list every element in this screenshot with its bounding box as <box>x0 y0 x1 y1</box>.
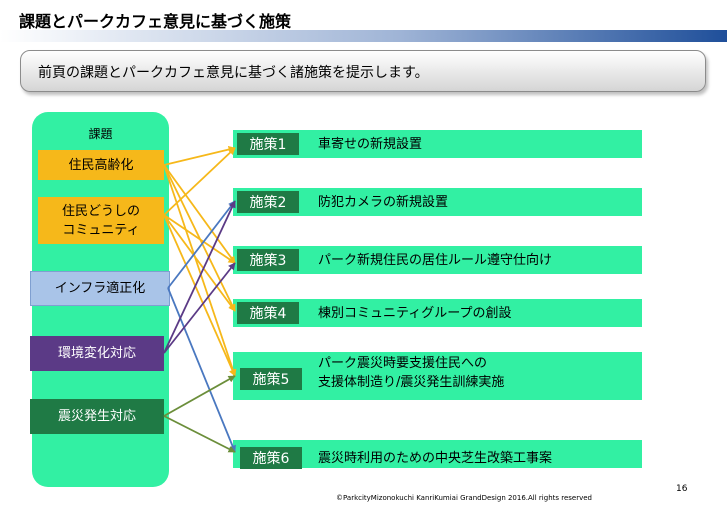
footer-copyright: ©ParkcityMizonokuchi KanriKumiai GrandDe… <box>336 494 592 502</box>
link-arrow-9 <box>167 200 236 289</box>
issue-infra: インフラ適正化 <box>30 271 170 306</box>
policy-text-5-line-1: パーク震災時要支援住民への <box>318 356 488 371</box>
policy-text-6: 震災時利用のための中央芝生改築工事案 <box>318 451 553 466</box>
link-arrow-1 <box>163 146 236 166</box>
policy-row-3 <box>233 246 642 274</box>
issue-environment-line-1: 環境変化対応 <box>57 346 136 361</box>
link-arrow-14 <box>163 415 236 453</box>
title-underline <box>0 30 727 42</box>
link-arrow-7 <box>163 214 236 312</box>
issue-aging: 住民高齢化 <box>38 150 164 180</box>
subtitle-banner <box>20 50 706 92</box>
policy-row-4 <box>233 299 642 327</box>
policy-label-4: 施策4 <box>237 302 299 324</box>
issue-community-line-1: 住民どうしの <box>61 203 140 219</box>
policy-label-6: 施策6 <box>240 447 302 469</box>
link-arrow-6 <box>163 214 236 264</box>
policy-label-3: 施策3 <box>237 249 299 271</box>
link-arrow-2 <box>163 164 236 264</box>
issue-community-line-2: コミュニティ <box>62 222 140 238</box>
page-number: 16 <box>676 484 688 494</box>
issue-disaster-line-1: 震災発生対応 <box>57 409 136 424</box>
issues-header: 課題 <box>88 127 113 141</box>
policy-row-1 <box>233 130 642 158</box>
link-arrow-13 <box>163 375 236 417</box>
policy-label-5: 施策5 <box>240 368 302 390</box>
link-arrow-12 <box>163 262 236 354</box>
policy-text-1: 車寄せの新規設置 <box>318 137 423 152</box>
subtitle-text: 前頁の課題とパークカフェ意見に基づく諸施策を提示します。 <box>38 65 429 81</box>
page-title: 課題とパークカフェ意見に基づく施策 <box>19 12 292 31</box>
link-arrow-5 <box>163 147 236 216</box>
link-arrow-10 <box>167 287 236 453</box>
policy-label-1: 施策1 <box>237 133 299 155</box>
issue-community: 住民どうしの コミュニティ <box>38 197 164 244</box>
policy-text-3: パーク新規住民の居住ルール遵守仕向け <box>318 253 553 268</box>
issue-environment: 環境変化対応 <box>30 336 164 371</box>
policy-row-2 <box>233 188 642 216</box>
policy-text-4: 棟別コミュニティグループの創設 <box>318 306 512 321</box>
link-arrow-8 <box>163 214 236 377</box>
policy-text-5-line-2: 支援体制造り/震災発生訓練実施 <box>318 375 505 390</box>
policy-text-2: 防犯カメラの新規設置 <box>318 195 449 210</box>
issue-infra-line-1: インフラ適正化 <box>54 281 146 296</box>
policy-label-2: 施策2 <box>237 191 299 213</box>
link-arrow-11 <box>163 200 236 354</box>
link-arrow-4 <box>163 164 237 377</box>
issue-disaster: 震災発生対応 <box>30 399 164 434</box>
issue-aging-line-1: 住民高齢化 <box>68 157 134 173</box>
